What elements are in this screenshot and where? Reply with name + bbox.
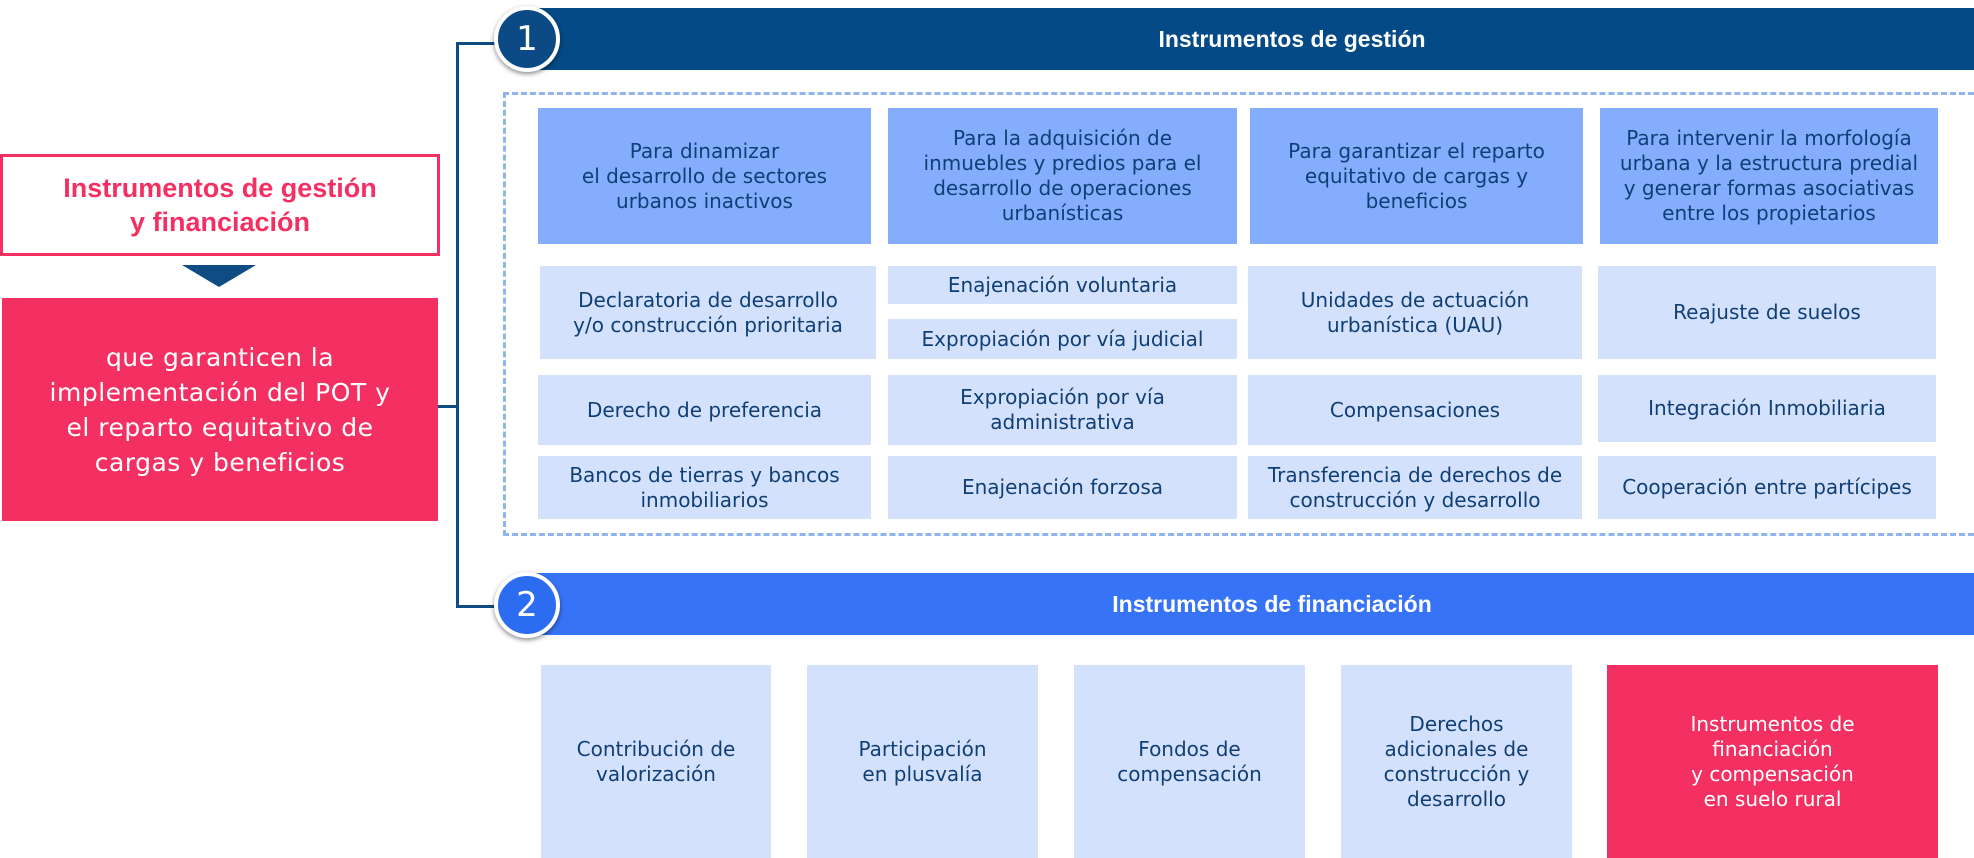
section-title: Instrumentos de gestión: [1158, 25, 1426, 52]
section-number-badge: 2: [494, 572, 560, 638]
instrument-box: Declaratoria de desarrollo y/o construcc…: [540, 266, 876, 359]
instrument-box: Derecho de preferencia: [538, 375, 871, 445]
financing-box: Fondos de compensación: [1074, 665, 1305, 858]
instrument-box: Expropiación por vía judicial: [888, 319, 1237, 359]
category-box: Para dinamizar el desarrollo de sectores…: [538, 108, 871, 244]
section-header-gestion: Instrumentos de gestión: [520, 8, 1974, 70]
purpose-box: que garanticen la implementación del POT…: [2, 298, 438, 521]
instrument-box: Compensaciones: [1248, 375, 1582, 445]
section-header-financiacion: Instrumentos de financiación: [520, 573, 1974, 635]
financing-box: Participación en plusvalía: [807, 665, 1038, 858]
instrument-box: Integración Inmobiliaria: [1598, 375, 1936, 442]
category-box: Para la adquisición de inmuebles y predi…: [888, 108, 1237, 244]
instrument-box: Reajuste de suelos: [1598, 266, 1936, 359]
section-title: Instrumentos de financiación: [1112, 590, 1432, 617]
rural-financing-box: Instrumentos de financiación y compensac…: [1607, 665, 1938, 858]
connector-branch-1: [456, 42, 500, 45]
down-arrow-icon: [182, 265, 256, 287]
instrument-box: Transferencia de derechos de construcció…: [1248, 456, 1582, 519]
connector-branch-2: [456, 605, 500, 608]
category-box: Para intervenir la morfología urbana y l…: [1600, 108, 1938, 244]
instrument-box: Bancos de tierras y bancos inmobiliarios: [538, 456, 871, 519]
financing-box: Contribución de valorización: [541, 665, 771, 858]
instrument-box: Unidades de actuación urbanística (UAU): [1248, 266, 1582, 359]
main-title-box: Instrumentos de gestión y financiación: [0, 154, 440, 256]
instrument-box: Enajenación voluntaria: [888, 266, 1237, 304]
category-box: Para garantizar el reparto equitativo de…: [1250, 108, 1583, 244]
connector-stub: [438, 405, 458, 408]
section-number-badge: 1: [494, 6, 560, 72]
gestion-frame: [503, 92, 1974, 536]
instrument-box: Enajenación forzosa: [888, 456, 1237, 519]
instrument-box: Expropiación por vía administrativa: [888, 375, 1237, 445]
instrument-box: Cooperación entre partícipes: [1598, 456, 1936, 519]
financing-box: Derechos adicionales de construcción y d…: [1341, 665, 1572, 858]
connector-vertical: [456, 42, 459, 608]
